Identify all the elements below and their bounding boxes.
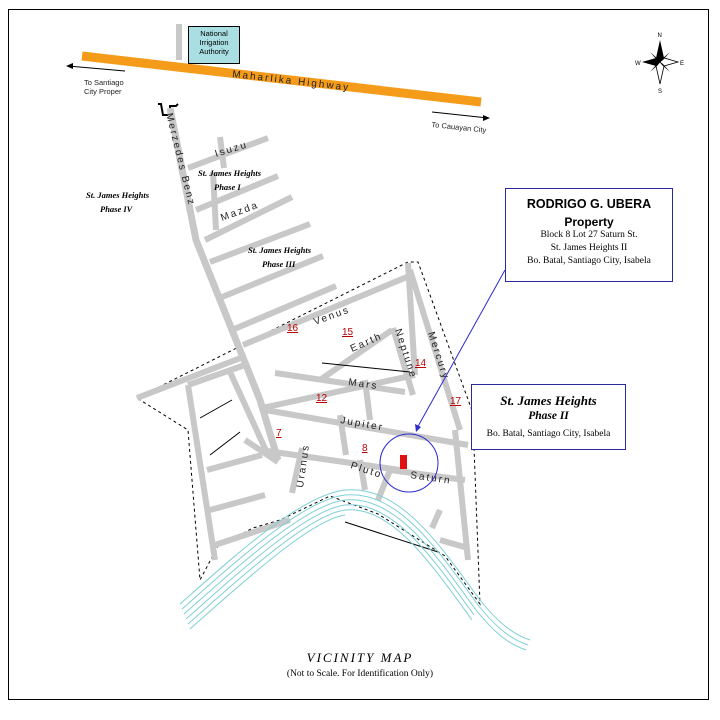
compass-north: N bbox=[658, 33, 662, 39]
phase1-label-line2: Phase I bbox=[214, 182, 241, 192]
highway-label: Maharlika Highway bbox=[232, 69, 351, 94]
phase2-info-box: St. James Heights Phase II Bo. Batal, Sa… bbox=[471, 384, 626, 450]
nia-line2: Irrigation bbox=[199, 38, 229, 47]
phase4-label-line1: St. James Heights bbox=[86, 190, 150, 200]
map-scale-note: (Not to Scale. For Identification Only) bbox=[286, 669, 434, 679]
phase2-address: Bo. Batal, Santiago City, Isabela bbox=[486, 429, 611, 439]
jupiter-label: Jupiter bbox=[339, 415, 384, 433]
east-arrowhead bbox=[483, 115, 490, 121]
property-marker bbox=[400, 455, 407, 469]
compass-east: E bbox=[680, 61, 684, 67]
merzedes-benz-road bbox=[166, 107, 282, 462]
phase2-title: St. James Heights bbox=[500, 393, 597, 408]
nia-landmark: National Irrigation Authority bbox=[188, 26, 240, 64]
map-frame bbox=[8, 9, 709, 700]
phase4-label-line2: Phase IV bbox=[100, 204, 134, 214]
phase2-subtitle: Phase II bbox=[528, 410, 569, 422]
river bbox=[179, 489, 531, 651]
map-title: VICINITY MAP bbox=[306, 650, 414, 665]
property-highlight-circle bbox=[379, 433, 439, 493]
phase3-label-line2: Phase III bbox=[262, 259, 296, 269]
block-number: 12 bbox=[316, 393, 328, 404]
compass-west: W bbox=[635, 61, 641, 67]
uranus-label: Uranus bbox=[295, 443, 312, 488]
owner-address-line2: St. James Heights II bbox=[550, 243, 628, 253]
phase3-label-line1: St. James Heights bbox=[248, 245, 312, 255]
nia-line3: Authority bbox=[199, 47, 229, 56]
owner-subtitle: Property bbox=[564, 215, 614, 229]
block-number: 8 bbox=[362, 443, 368, 454]
compass-south: S bbox=[658, 89, 662, 95]
saturn-label: Saturn bbox=[410, 470, 453, 487]
phase2-boundary bbox=[135, 261, 481, 606]
owner-info-box: RODRIGO G. UBERA Property Block 8 Lot 27… bbox=[505, 188, 673, 282]
phase2-street-grid bbox=[135, 262, 471, 561]
owner-name: RODRIGO G. UBERA bbox=[526, 197, 652, 211]
east-arrow bbox=[431, 111, 489, 119]
block-number: 16 bbox=[287, 323, 299, 334]
mars-label: Mars bbox=[348, 377, 379, 392]
phase1-label-line1: St. James Heights bbox=[198, 168, 262, 178]
west-arrow bbox=[67, 65, 126, 72]
owner-address-line1: Block 8 Lot 27 Saturn St. bbox=[540, 230, 638, 240]
west-arrowhead bbox=[66, 63, 73, 69]
west-direction-label: To Santiago City Proper bbox=[84, 78, 124, 96]
block-number: 15 bbox=[342, 327, 354, 338]
nia-line1: National bbox=[200, 29, 228, 38]
block-number: 17 bbox=[450, 396, 462, 407]
west-direction-line2: City Proper bbox=[84, 87, 122, 96]
owner-callout-line bbox=[415, 269, 506, 431]
block-number: 7 bbox=[276, 428, 282, 439]
merzedes-benz-label: Merzedes Benz bbox=[163, 112, 197, 207]
west-direction-line1: To Santiago bbox=[84, 78, 124, 87]
block-number: 14 bbox=[415, 358, 427, 369]
north-street-grid bbox=[186, 135, 409, 348]
compass-rose-icon: N S E W bbox=[635, 33, 684, 95]
lot-lines bbox=[199, 362, 439, 553]
highway-line bbox=[81, 51, 482, 107]
owner-address-line3: Bo. Batal, Santiago City, Isabela bbox=[527, 256, 651, 266]
owner-callout-arrowhead bbox=[415, 424, 421, 432]
